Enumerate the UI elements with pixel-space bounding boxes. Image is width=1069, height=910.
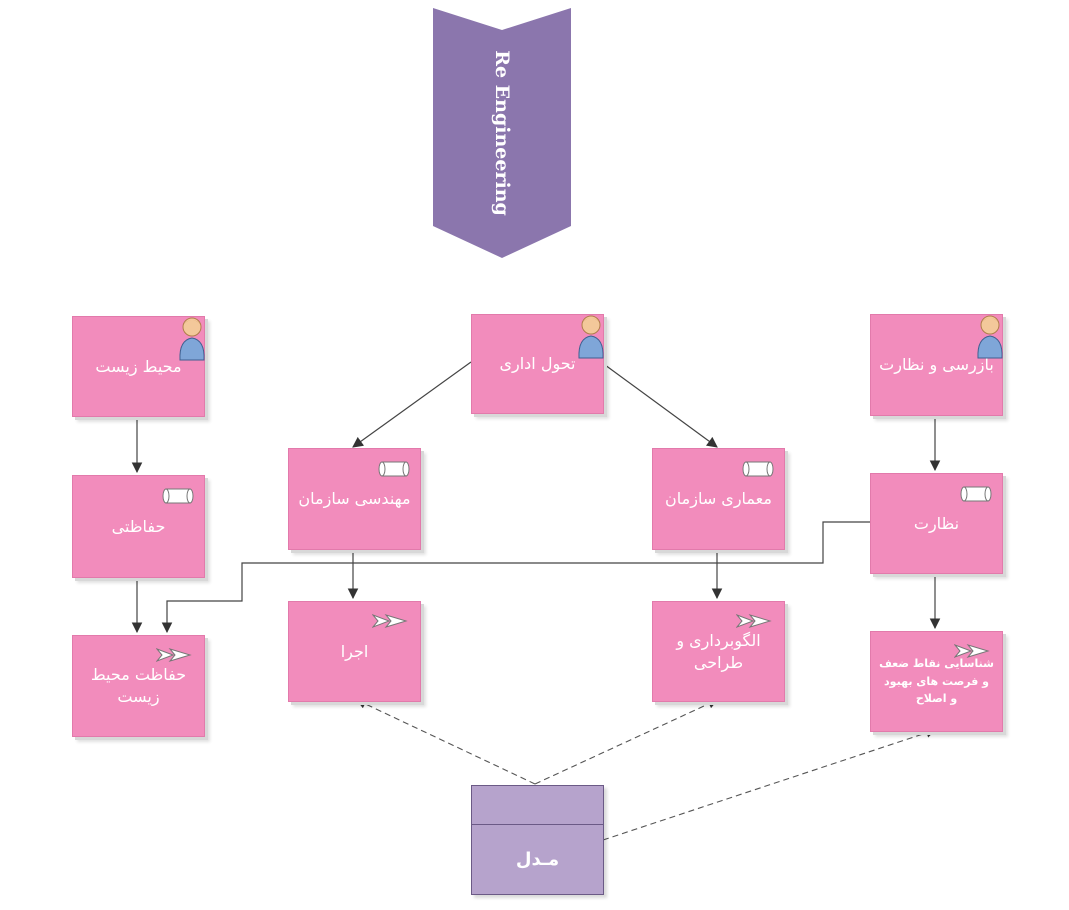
cylinder-icon [960,486,992,502]
node-ejra[interactable]: اجرا [288,601,421,702]
node-tahavol-edari[interactable]: تحول اداری [471,314,604,414]
node-shenasaei[interactable]: شناسایی نقاط ضعف و فرصت های بهبود و اصلا… [870,631,1003,732]
node-mohandesi-sazman[interactable]: مهندسی سازمان [288,448,421,550]
double-arrow-icon [156,648,192,662]
node-label: الگوبرداری و طراحی [676,630,761,672]
connector-tahavol-mohandesi [352,361,472,448]
reengineering-banner [433,8,571,258]
banner-label: Re Engineering [491,50,513,216]
node-label: محیط زیست [95,356,182,376]
connector-nezarat-hefazat [161,521,870,634]
person-icon [179,317,205,361]
node-label: حفاظتی [111,516,166,536]
node-label: مهندسی سازمان [298,489,411,509]
node-hefazat-mohit-zist[interactable]: حفاظت محیط زیست [72,635,205,737]
node-label: معماری سازمان [665,489,772,509]
dashed-model-olgo [534,699,718,785]
node-olgobardari[interactable]: الگوبرداری و طراحی [652,601,785,702]
dashed-model-ejra [356,699,536,785]
cylinder-icon [378,461,410,477]
node-label: تحول اداری [499,354,576,374]
double-arrow-icon [372,614,408,628]
node-label: نظارت [913,513,960,533]
double-arrow-icon [736,614,772,628]
node-label: اجرا [340,641,369,661]
person-icon [578,315,604,359]
model-node[interactable]: مـدل [471,785,604,895]
dashed-model-shenasaei [602,728,936,841]
cylinder-icon [742,461,774,477]
model-header [472,786,603,825]
node-mohit-zist[interactable]: محیط زیست [72,316,205,417]
person-icon [977,315,1003,359]
node-hefazati[interactable]: حفاظتی [72,475,205,578]
cylinder-icon [162,488,194,504]
model-label: مـدل [515,848,560,870]
node-bazresi-nezarat[interactable]: بازرسی و نظارت [870,314,1003,416]
node-label: شناسایی نقاط ضعف و فرصت های بهبود و اصلا… [879,657,994,706]
connector-tahavol-memari [600,361,718,448]
double-arrow-icon [954,644,990,658]
node-nezarat[interactable]: نظارت [870,473,1003,574]
node-label: حفاظت محیط زیست [90,665,187,706]
node-memari-sazman[interactable]: معماری سازمان [652,448,785,550]
node-label: بازرسی و نظارت [879,355,994,375]
